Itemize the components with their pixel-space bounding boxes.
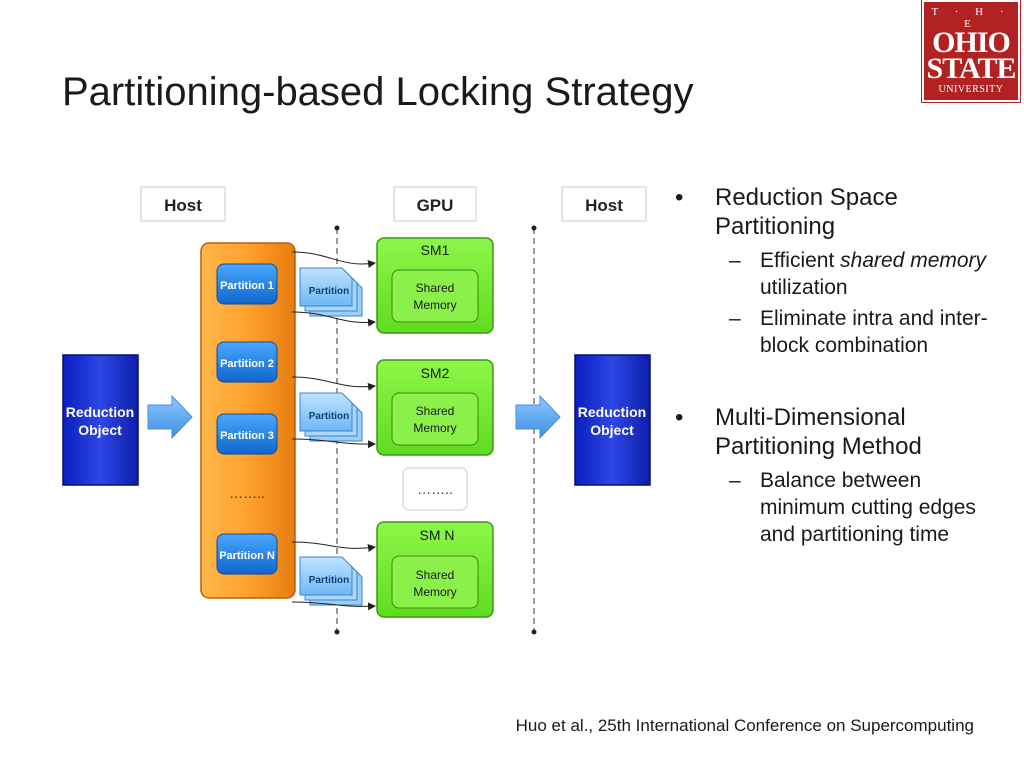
partition-doc-2: Partition	[299, 392, 363, 442]
ohio-state-logo: T · H · E OHIO STATE UNIVERSITY	[921, 0, 1021, 103]
svg-text:Partition N: Partition N	[219, 550, 275, 562]
svg-text:Memory: Memory	[413, 421, 456, 435]
svg-text:Shared: Shared	[416, 281, 455, 295]
svg-text:Partition 1: Partition 1	[220, 280, 274, 292]
reduction-object-right: Reduction Object	[574, 354, 651, 486]
svg-text:……..: ……..	[417, 481, 453, 497]
arrow-to-host	[515, 394, 561, 440]
sm-n: SM N Shared Memory	[376, 521, 494, 618]
svg-text:SM N: SM N	[420, 527, 455, 543]
svg-text:Shared: Shared	[416, 404, 455, 418]
partition-3: Partition 3	[216, 413, 278, 455]
svg-text:Object: Object	[590, 422, 634, 438]
svg-text:Memory: Memory	[413, 585, 456, 599]
sub-bullet-shared-memory: – Efficient shared memory utilization	[729, 249, 987, 299]
svg-text:Reduction: Reduction	[578, 404, 646, 420]
svg-text:SM2: SM2	[421, 365, 450, 381]
connectors	[291, 251, 376, 611]
divider-right	[531, 225, 537, 635]
header-host-left: Host	[140, 186, 226, 222]
sub-bullet-eliminate: – Eliminate intra and inter-block combin…	[729, 307, 988, 357]
partition-2: Partition 2	[216, 341, 278, 383]
svg-text:Shared: Shared	[416, 568, 455, 582]
svg-text:Memory: Memory	[413, 298, 456, 312]
svg-text:GPU: GPU	[417, 196, 454, 215]
svg-text:Object: Object	[78, 422, 122, 438]
arrow-to-partitions	[147, 394, 193, 440]
svg-text:Partition: Partition	[309, 286, 350, 297]
partition-ellipsis: ……..	[229, 485, 265, 501]
svg-text:Partition 2: Partition 2	[220, 358, 274, 370]
header-host-right: Host	[561, 186, 647, 222]
sm-1: SM1 Shared Memory	[376, 237, 494, 334]
bullet-reduction-space: • Reduction Space Partitioning	[675, 184, 898, 240]
partition-doc-n: Partition	[299, 556, 363, 606]
sub-bullet-balance: – Balance between minimum cutting edges …	[729, 469, 976, 546]
citation: Huo et al., 25th International Conferenc…	[515, 716, 974, 735]
partition-1: Partition 1	[216, 263, 278, 305]
partition-n: Partition N	[216, 533, 278, 575]
svg-text:Reduction: Reduction	[66, 404, 134, 420]
svg-text:Partition 3: Partition 3	[220, 430, 274, 442]
sm-ellipsis: ……..	[402, 467, 468, 511]
svg-text:Partition: Partition	[309, 411, 350, 422]
svg-text:SM1: SM1	[421, 242, 450, 258]
sm-2: SM2 Shared Memory	[376, 359, 494, 456]
header-gpu: GPU	[393, 186, 477, 222]
bullet-list: • Reduction Space Partitioning – Efficie…	[675, 183, 1005, 552]
reduction-object-left: Reduction Object	[62, 354, 139, 486]
svg-text:Host: Host	[164, 196, 202, 215]
bullet-multi-dimensional: • Multi-Dimensional Partitioning Method	[675, 404, 922, 460]
partition-doc-1: Partition	[299, 267, 363, 317]
slide-title: Partitioning-based Locking Strategy	[62, 70, 694, 114]
svg-text:Host: Host	[585, 196, 623, 215]
svg-text:Partition: Partition	[309, 575, 350, 586]
